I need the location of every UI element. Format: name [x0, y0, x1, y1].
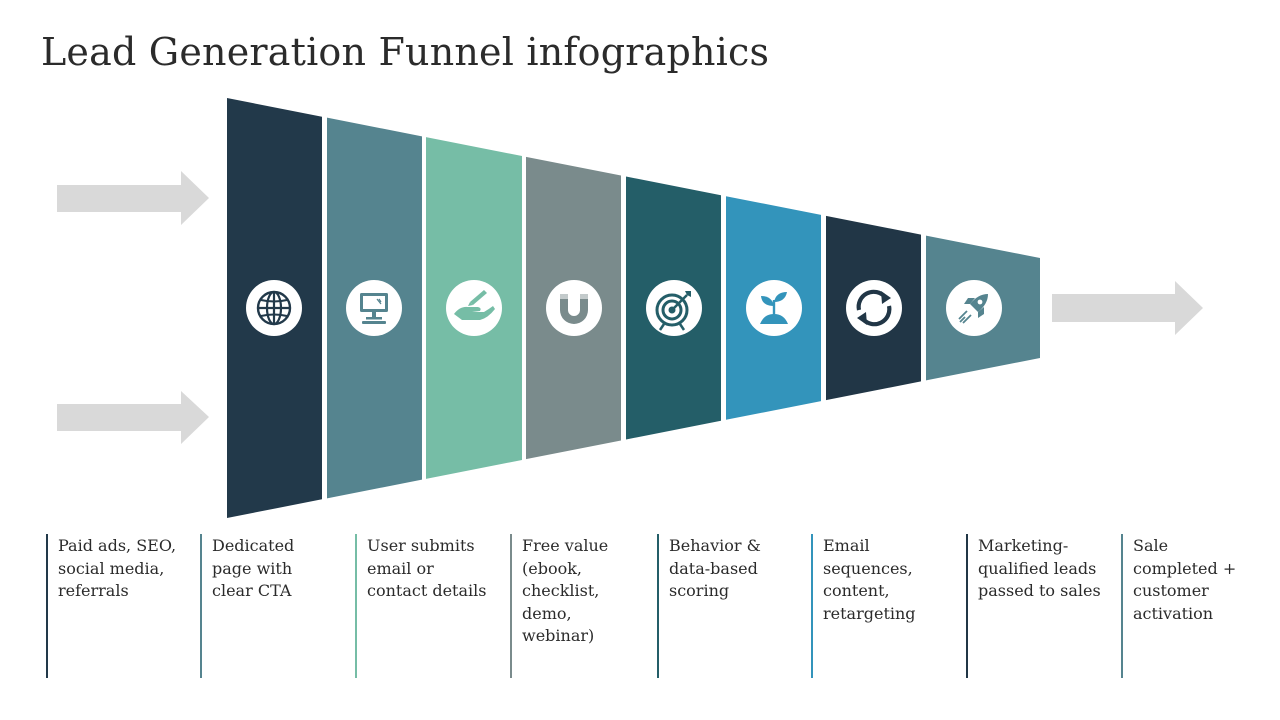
stage-description-5: Behavior & data-based scoring	[657, 534, 792, 678]
output-arrow	[1052, 281, 1203, 335]
computer-icon	[346, 280, 402, 336]
input-arrow-bottom	[57, 391, 209, 444]
stage-description-2: Dedicated page with clear CTA	[200, 534, 335, 678]
stage-description-6: Email sequences, content, retargeting	[811, 534, 946, 678]
magnet-icon	[546, 280, 602, 336]
page-title: Lead Generation Funnel infographics	[41, 30, 770, 74]
refresh-icon	[846, 280, 902, 336]
globe-icon	[246, 280, 302, 336]
stage-description-4: Free value (ebook, checklist, demo, webi…	[510, 534, 645, 678]
plant-icon	[746, 280, 802, 336]
target-icon	[646, 280, 702, 336]
stage-description-1: Paid ads, SEO, social media, referrals	[46, 534, 181, 678]
rocket-icon	[946, 280, 1002, 336]
stage-description-7: Marketing-qualified leads passed to sale…	[966, 534, 1101, 678]
stage-description-3: User submits email or contact details	[355, 534, 490, 678]
stage-description-8: Sale completed + customer activation	[1121, 534, 1256, 678]
hand-writing-icon	[446, 280, 502, 336]
input-arrow-top	[57, 171, 209, 225]
